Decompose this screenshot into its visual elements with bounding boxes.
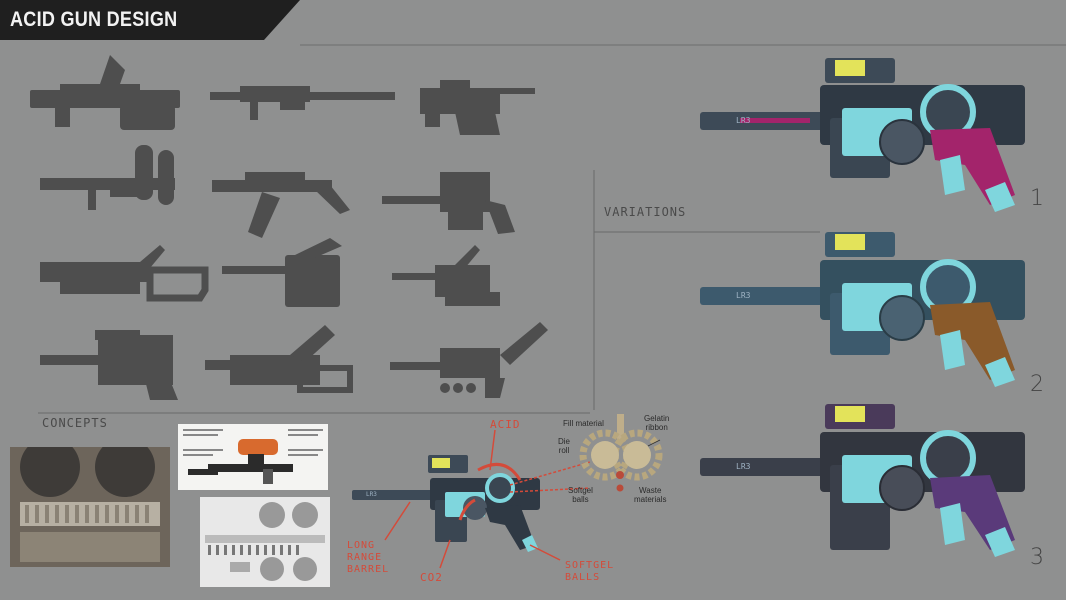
silhouette-8: [222, 238, 342, 307]
callout-line: SOFTGEL: [565, 560, 615, 571]
callout-co2: CO2: [420, 571, 443, 584]
title-bar: [0, 0, 300, 40]
label-line: materials: [634, 495, 667, 504]
silhouette-4: [40, 145, 175, 210]
gun-marking-1: LR3: [736, 116, 751, 125]
callout-line: BARREL: [347, 564, 390, 575]
callout-line: BALLS: [565, 572, 601, 583]
silhouette-7: [40, 245, 209, 302]
concepts-label: CONCEPTS: [42, 416, 108, 430]
silhouette-2: [210, 86, 395, 120]
reference-paintball-diagram: [178, 424, 328, 490]
silhouette-12: [390, 322, 548, 398]
label-line: Waste: [639, 486, 662, 495]
silhouette-1: [30, 55, 180, 130]
gun-variant-1: [700, 58, 1025, 212]
gun-diagram-render: [352, 455, 540, 552]
label-line: roll: [558, 446, 570, 455]
gun-variant-2: [700, 232, 1025, 387]
gun-marking-diagram: LR3: [366, 491, 377, 498]
variation-number-3: 3: [1030, 545, 1044, 570]
page-title: ACID GUN DESIGN: [10, 8, 178, 31]
silhouette-3: [420, 80, 535, 135]
silhouette-9: [392, 245, 500, 306]
variations-label: VARIATIONS: [604, 205, 687, 219]
gun-marking-3: LR3: [736, 462, 751, 471]
silhouette-5: [212, 172, 350, 238]
callout-softgel-balls: SOFTGEL BALLS: [565, 560, 614, 584]
label-line: Softgel: [568, 486, 593, 495]
reference-photo-machine: [10, 447, 170, 567]
callout-line: RANGE: [347, 552, 383, 563]
callout-line: LONG: [347, 540, 376, 551]
label-fill-material: Fill material: [563, 419, 604, 428]
label-line: balls: [572, 495, 589, 504]
callout-acid: ACID: [490, 418, 521, 431]
gun-marking-2: LR3: [736, 291, 751, 300]
callout-long-range-barrel: LONG RANGE BARREL: [347, 540, 389, 576]
label-line: Gelatin: [644, 414, 670, 423]
silhouette-6: [382, 172, 515, 234]
variation-number-1: 1: [1030, 186, 1044, 211]
label-softgel-balls: Softgel balls: [568, 486, 593, 504]
annotation-arrows: [384, 429, 591, 569]
reference-softgel-schematic: [200, 497, 330, 587]
silhouette-10: [40, 330, 178, 400]
label-die-roll: Die roll: [558, 437, 570, 455]
variation-number-2: 2: [1030, 372, 1044, 397]
label-line: Die: [558, 437, 571, 446]
label-waste-materials: Waste materials: [634, 486, 666, 504]
label-gelatin-ribbon: Gelatin ribbon: [644, 414, 669, 432]
label-line: ribbon: [645, 423, 668, 432]
gun-variant-3: [700, 404, 1025, 557]
softgel-process-diagram: [579, 414, 663, 492]
silhouette-11: [205, 325, 353, 393]
